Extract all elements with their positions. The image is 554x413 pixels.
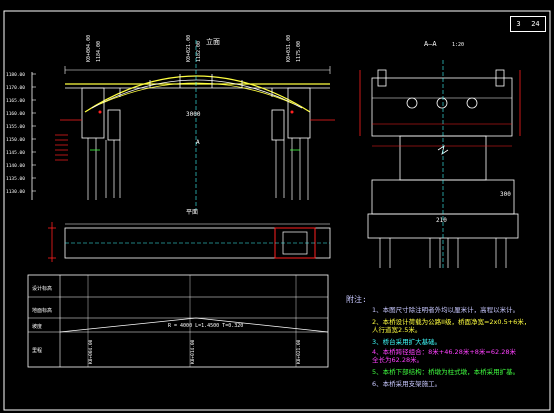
section-height-dim: 300 [500,191,511,198]
note-4b: 全长为62.28米。 [372,356,424,364]
svg-text:K0+004.00: K0+004.00 [86,35,92,62]
section-view [359,60,521,270]
sheet-no: 3 [516,20,521,28]
ruler-label: 1160.00 [6,111,25,117]
ruler-label: 1130.00 [6,189,25,195]
svg-text:1175.00: 1175.00 [296,41,302,62]
ruler-label: 1145.00 [6,150,25,156]
svg-text:K0+031.00: K0+031.00 [286,35,292,62]
note-1: 1、本图尺寸除注明者外均以厘米计，高程以米计。 [372,306,520,314]
sheet-border [3,10,551,411]
profile-row-design: 设计标高 [32,285,52,292]
note-5: 5、本桥下部结构：桥墩为柱式墩，本桥采用扩基。 [372,368,520,376]
plan-view [48,222,331,262]
profile-station-1: K0+004.00 [88,339,94,364]
profile-station-2: K0+014.00 [190,339,196,364]
ruler-label: 1150.00 [6,137,25,143]
elevation-title: 立面 [206,37,220,46]
profile-row-station: 里程 [32,347,42,354]
profile-row-ground: 地面标高 [32,307,52,314]
svg-text:1184.00: 1184.00 [96,41,102,62]
note-3: 3、桥台采用扩大基础。 [372,338,442,346]
svg-text:K0+021.00: K0+021.00 [186,35,192,62]
section-width-dim: 210 [436,217,447,224]
profile-curve-label: R = 4000 L=1.4500 T=0.320 [168,323,243,329]
elevation-ruler: 1180.00 1170.00 1165.00 1160.00 1155.00 1150.… [6,72,36,195]
profile-table [27,274,329,368]
note-2: 2、本桥设计荷载为公路II级，桥面净宽=2x0.5+6米， [372,318,531,326]
note-4: 4、本桥跨径组合：8米+46.28米+8米=62.28米 [372,348,516,356]
elevation-section-mark: A [196,139,200,146]
svg-text:1182.00: 1182.00 [196,41,202,62]
note-2b: 人行道宽2.5米。 [372,326,422,334]
elevation-view: 1180.00 1170.00 1165.00 1160.00 1155.00 1150.… [6,35,335,210]
ruler-label: 1170.00 [6,85,25,91]
profile-station-3: K0+021.00 [296,339,302,364]
plan-title: 平面 [186,209,198,216]
elevation-dim: 3000 [186,111,201,118]
note-6: 6、本桥采用支架施工。 [372,380,442,388]
section-title: A—A [424,40,437,48]
ruler-label: 1180.00 [6,72,25,78]
ruler-label: 1155.00 [6,124,25,130]
sheet-total: 24 [531,20,540,28]
section-scale: 1:20 [452,42,464,48]
ruler-label: 1135.00 [6,176,25,182]
ruler-label: 1140.00 [6,163,25,169]
notes-header: 附注: [346,295,367,304]
profile-row-slope: 坡度 [32,323,42,330]
ruler-label: 1165.00 [6,98,25,104]
sheet-number-box: 3 24 [510,16,546,32]
